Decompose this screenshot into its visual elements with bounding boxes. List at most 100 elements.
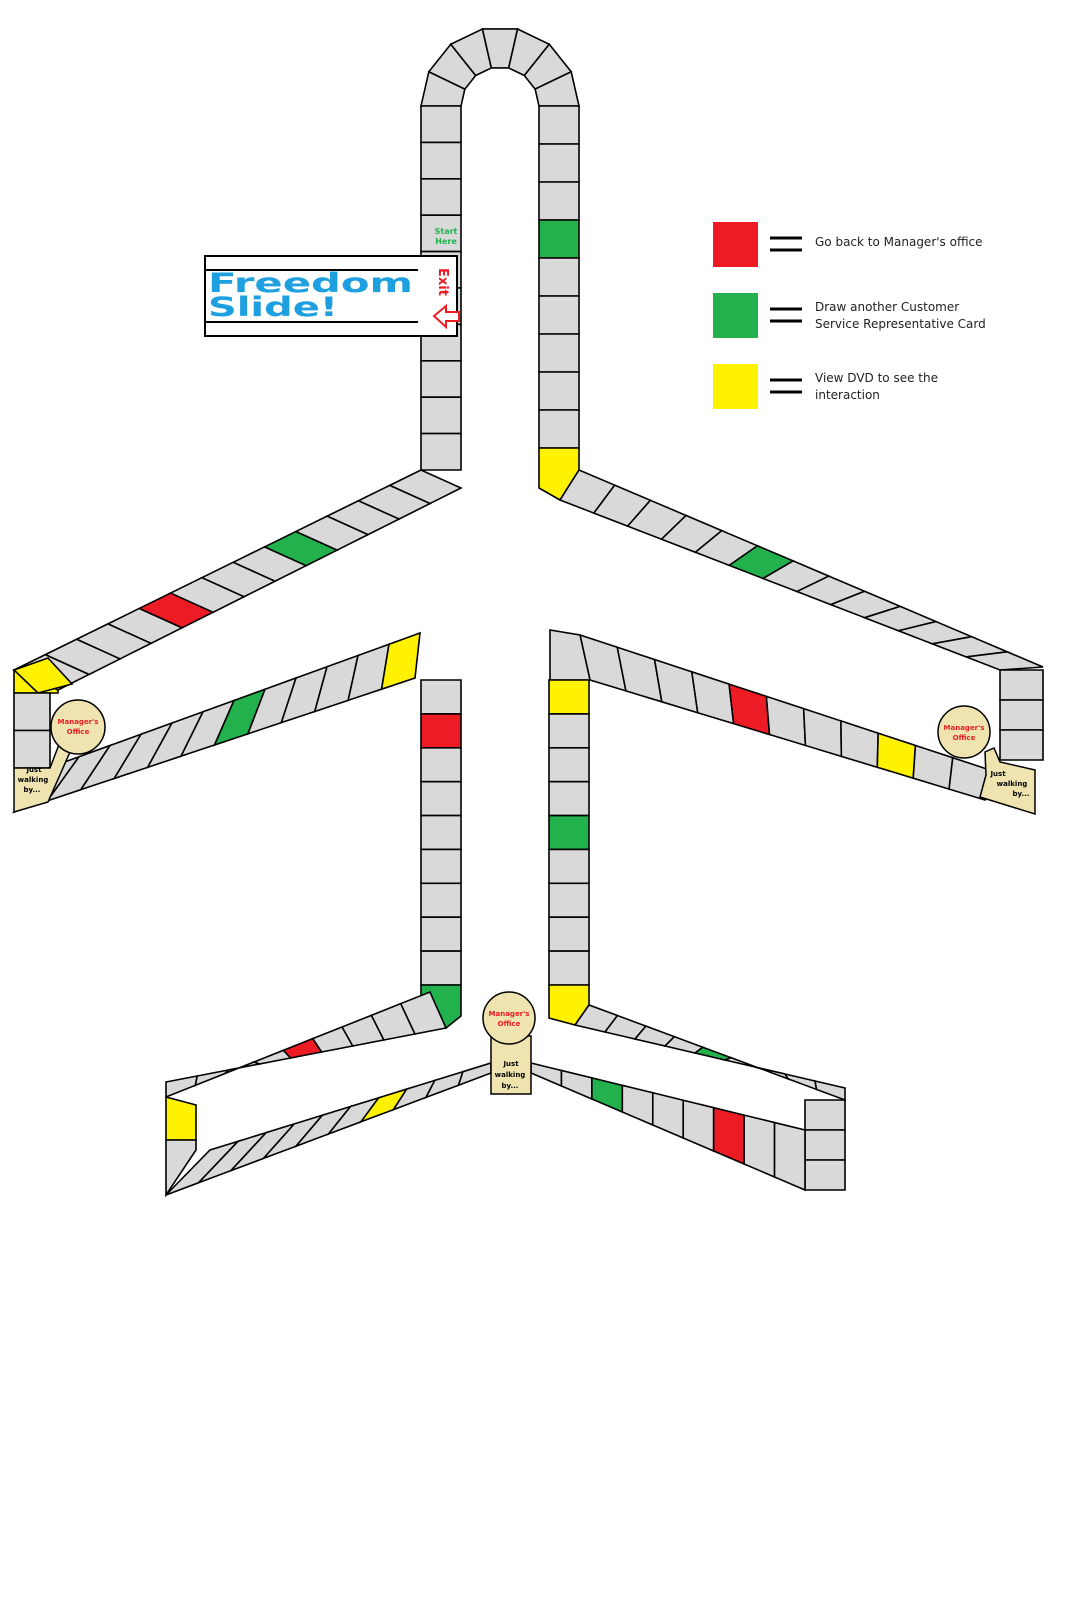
freedom-slide-banner: Freedom Slide! Exit: [204, 255, 460, 337]
walking-by-line2: walking: [18, 776, 49, 784]
walking-by-line3: by...: [1013, 790, 1030, 798]
walking-by-line1: Just: [502, 1060, 519, 1068]
board-space: [538, 105, 580, 145]
board-space: [420, 432, 462, 471]
board-space: [765, 695, 807, 747]
board-space: [251, 1049, 293, 1065]
board-space: [548, 746, 590, 783]
banner-title-line1: Freedom: [208, 268, 413, 299]
board-space-red: [420, 713, 462, 749]
board-space-green: [591, 1076, 624, 1114]
board-space: [548, 848, 590, 885]
board-space: [420, 814, 462, 851]
board-space-yellow: [380, 631, 421, 691]
board-space: [802, 707, 843, 758]
board-space: [420, 141, 462, 180]
board-space: [999, 669, 1044, 701]
office-title: Manager's: [944, 724, 985, 732]
walking-by-line2: walking: [495, 1071, 526, 1079]
board-space: [549, 629, 591, 681]
track-spaces: [11, 27, 1044, 1198]
board-space: [548, 916, 590, 952]
board-space: [560, 1069, 593, 1101]
board-space: [548, 882, 590, 919]
board-space: [420, 178, 462, 216]
walking-by-line2: walking: [997, 780, 1028, 788]
board-space: [347, 643, 391, 702]
board-space: [548, 713, 590, 749]
board-space: [165, 1074, 199, 1099]
board-space: [538, 333, 580, 373]
board-space: [754, 1066, 791, 1081]
office-title: Manager's: [58, 718, 99, 726]
board-space: [783, 1072, 818, 1091]
board-space-red: [712, 1106, 745, 1166]
board-space: [538, 409, 580, 449]
board-space: [616, 646, 663, 703]
banner-title-line2: Slide!: [208, 292, 338, 323]
walking-by-line3: by...: [502, 1082, 519, 1090]
board-space: [813, 1079, 846, 1102]
legend-label-yellow-line1: View DVD to see the: [815, 371, 938, 385]
board-space: [548, 780, 590, 817]
board-space-yellow: [876, 732, 917, 780]
board-space-green: [548, 814, 590, 851]
legend-label-green-line1: Draw another Customer: [815, 300, 959, 314]
board-space: [999, 729, 1044, 761]
board-space: [420, 396, 462, 435]
walking-by-line3: by...: [24, 786, 41, 794]
office-subtitle: Office: [953, 734, 976, 742]
legend-item-green: Draw another Customer Service Representa…: [713, 293, 986, 338]
board-space: [653, 658, 699, 714]
board-space: [530, 1061, 563, 1088]
start-label-line1: Start: [435, 227, 458, 236]
board-space: [457, 1061, 492, 1087]
start-label-line2: Here: [435, 237, 457, 246]
board-space: [13, 692, 51, 732]
board-space: [690, 670, 735, 725]
board-space: [194, 1068, 231, 1087]
board-space: [420, 780, 462, 817]
board-space: [621, 1084, 654, 1127]
board-space: [420, 916, 462, 952]
board-space: [420, 105, 462, 144]
board-space: [420, 950, 462, 986]
board-space: [538, 371, 580, 411]
board-space: [722, 1056, 760, 1070]
board-space-green: [693, 1046, 734, 1061]
walking-by-line1: Just: [989, 770, 1006, 778]
board-space-yellow: [12, 657, 74, 694]
managers-office-right: Manager's Office Just walking by...: [937, 705, 1036, 816]
legend: Go back to Manager's office Draw another…: [713, 222, 986, 409]
board-space: [804, 1129, 846, 1161]
board-space: [548, 950, 590, 986]
walking-by-line1: Just: [25, 766, 42, 774]
board-space-red: [728, 682, 771, 736]
board-space: [743, 1114, 776, 1179]
office-subtitle: Office: [67, 728, 90, 736]
board-space: [420, 848, 462, 885]
legend-item-yellow: View DVD to see the interaction: [713, 364, 938, 409]
board-space: [420, 679, 462, 715]
board-space: [840, 719, 879, 769]
board-space: [948, 756, 991, 802]
board-space: [804, 1099, 846, 1131]
legend-label-red: Go back to Manager's office: [815, 235, 983, 249]
board-space: [804, 1159, 846, 1191]
board-space: [538, 143, 580, 183]
legend-label-green-line2: Service Representative Card: [815, 317, 986, 331]
legend-swatch-red: [713, 222, 758, 267]
board-space-yellow: [165, 1095, 197, 1141]
board-space: [773, 1121, 806, 1192]
board-space: [538, 181, 580, 221]
board-space: [13, 729, 51, 769]
exit-arrow-icon: [432, 303, 460, 330]
board-space: [420, 359, 462, 399]
managers-office-left: Manager's Office Just walking by...: [13, 699, 106, 814]
board-space: [165, 1139, 197, 1198]
board-space: [682, 1099, 715, 1153]
legend-label-yellow-line2: interaction: [815, 388, 880, 402]
board-space: [224, 1061, 263, 1075]
legend-item-red: Go back to Manager's office: [713, 222, 983, 267]
